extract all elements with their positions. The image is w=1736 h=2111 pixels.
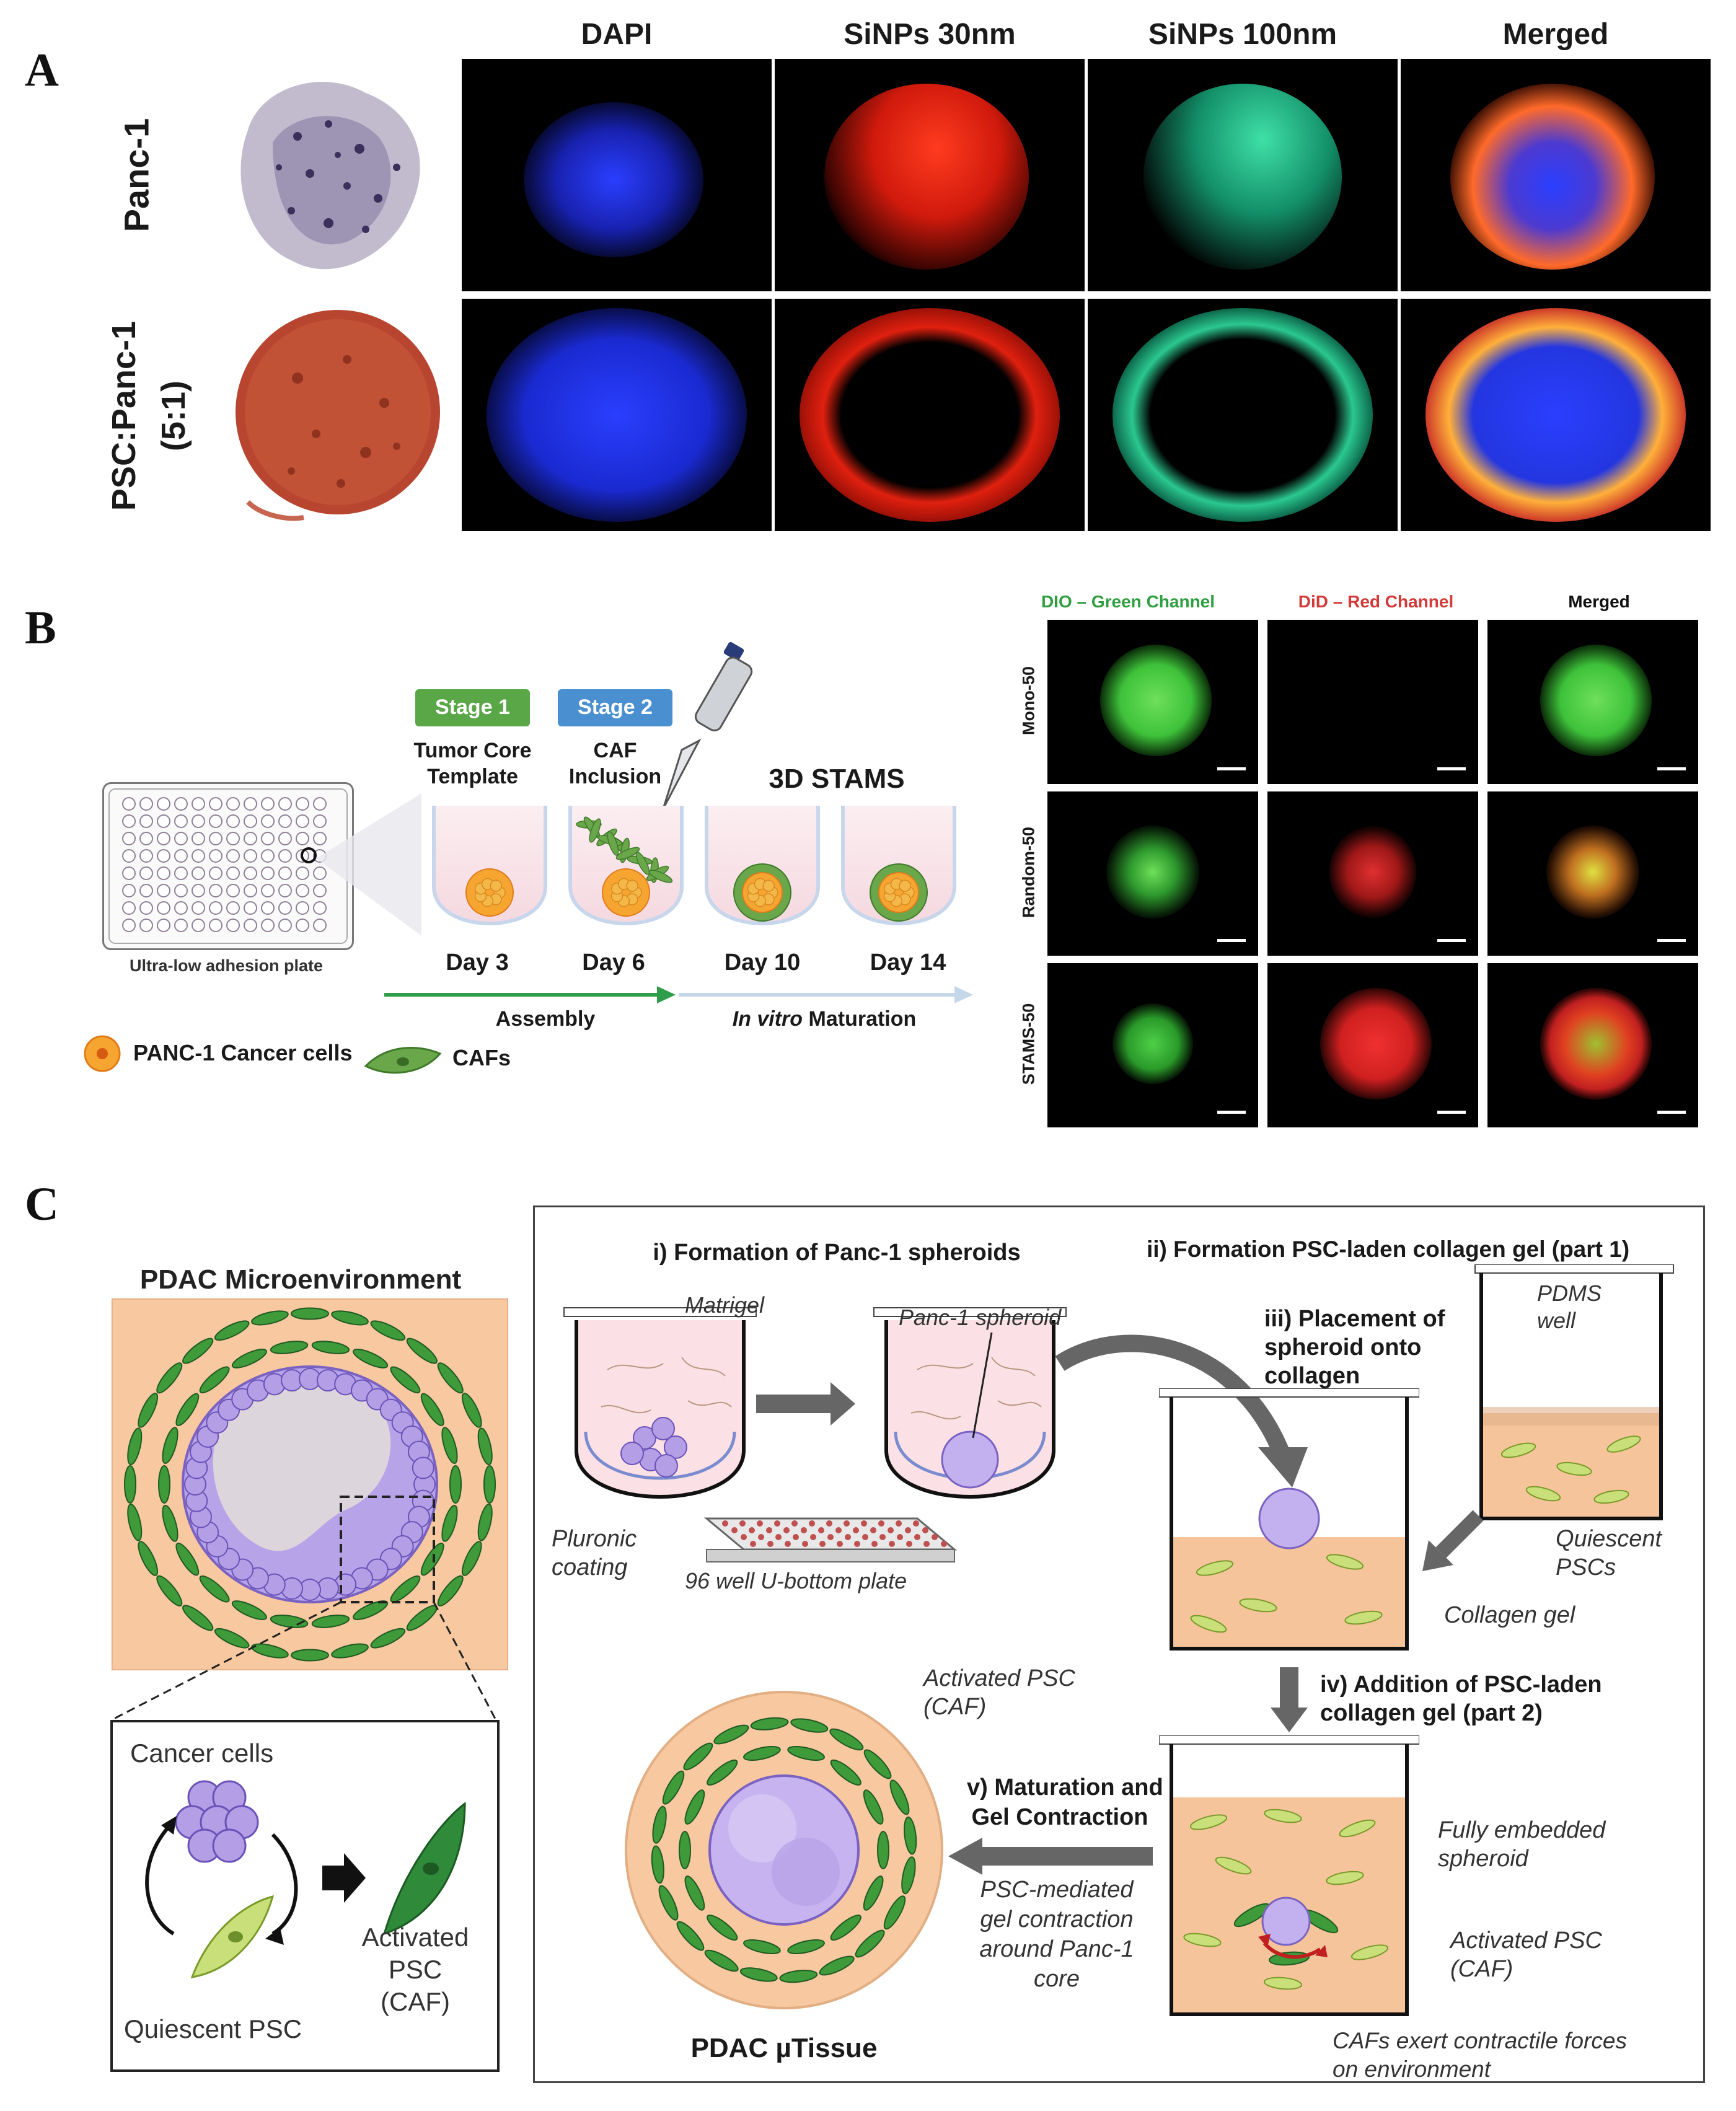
micro-mono-red [1267, 620, 1478, 784]
micro-col-did: DiD – Red Channel [1298, 592, 1454, 611]
curved-arrow-step3 [1055, 1334, 1308, 1487]
micro-random-green [1047, 791, 1258, 956]
zoom-wedge [316, 793, 421, 936]
micro-row-random: Random-50 [1019, 826, 1038, 919]
stage2-badge: Stage 2 [558, 689, 672, 726]
col-header-sinps-100: SiNPs 100nm [1148, 18, 1337, 51]
legend-caf-label: CAFs [452, 1045, 511, 1070]
pdms-well-diagram [1474, 1264, 1674, 1520]
day-label-10: Day 10 [724, 950, 801, 976]
micro-panc1-sinps100 [1088, 59, 1398, 291]
zoom-lines [111, 1601, 497, 1721]
panel-letter-a: A [25, 44, 59, 96]
micro-psc-merged [1401, 299, 1711, 531]
assembly-label: Assembly [495, 1007, 596, 1031]
micro-stams-merged [1487, 963, 1698, 1127]
pdac-microtissue-diagram [625, 1691, 943, 2009]
stams-title: 3D STAMS [769, 764, 905, 794]
legend-cancer-label: PANC-1 Cancer cells [133, 1040, 353, 1065]
maturation-label: In vitro Maturation [732, 1007, 917, 1031]
micro-col-dio: DIO – Green Channel [1041, 592, 1215, 611]
pdac-title: PDAC Microenvironment [139, 1264, 462, 1295]
step1-label: i) Formation of Panc-1 spheroids [653, 1240, 1021, 1266]
cancer-cell-icon [84, 1035, 121, 1072]
plate96-label: 96 well U-bottom plate [685, 1568, 907, 1593]
micro-stams-red [1267, 963, 1478, 1127]
step1-diagram [563, 1307, 1067, 1562]
micro-panc1-merged [1401, 59, 1711, 291]
micro-psc-dapi [462, 299, 772, 531]
micro-panc1-dapi [462, 59, 772, 291]
histology-psc-panc1 [223, 297, 452, 533]
inset-activated-label: Activated PSC (CAF) [361, 1923, 469, 2016]
pipette-icon [662, 641, 753, 809]
matrigel-label: Matrigel [685, 1292, 765, 1318]
micro-row-stams: STAMS-50 [1019, 1003, 1038, 1085]
col-header-merged: Merged [1502, 18, 1609, 51]
day-label-3: Day 3 [446, 950, 509, 976]
micro-psc-sinps100 [1088, 299, 1398, 531]
day-label-14: Day 14 [870, 950, 946, 976]
step4-diagram [1159, 1735, 1419, 2016]
left-arrow [948, 1838, 1153, 1875]
row-label-panc1: Panc-1 [117, 118, 156, 232]
day-label-6: Day 6 [582, 950, 645, 976]
micro-row-mono: Mono-50 [1019, 666, 1038, 735]
col-header-dapi: DAPI [581, 18, 653, 51]
micro-random-red [1267, 791, 1478, 956]
micro-stams-green [1047, 963, 1258, 1127]
activated-psc-label-right: Activated PSC(CAF) [1450, 1928, 1602, 1982]
down-arrow [1271, 1667, 1308, 1732]
row-label-psc-panc1: PSC:Panc-1 (5:1) [105, 320, 192, 511]
stage1-badge: Stage 1 [415, 689, 530, 726]
step3-diagram [1159, 1388, 1419, 1650]
caf-icon [364, 1047, 442, 1074]
collagen-gel-label: Collagen gel [1444, 1602, 1575, 1628]
micro-random-merged [1487, 791, 1698, 956]
ultra-low-plate-icon [102, 782, 354, 950]
panel-letter-c: C [25, 1178, 59, 1230]
micro-psc-sinps30 [775, 299, 1085, 531]
pdac-tissue-title: PDAC µTissue [690, 2033, 878, 2063]
step2-label: ii) Formation PSC-laden collagen gel (pa… [1147, 1236, 1630, 1262]
stams-wells [432, 806, 956, 925]
micro-mono-merged [1487, 620, 1698, 784]
col-header-sinps-30: SiNPs 30nm [844, 18, 1016, 51]
micro-mono-green [1047, 620, 1258, 784]
histology-panc1 [211, 56, 446, 291]
panel-letter-b: B [25, 602, 56, 654]
micro-col-merged: Merged [1568, 592, 1630, 611]
timeline-arrows [384, 986, 973, 1003]
arrow-gel-to-well [1422, 1510, 1484, 1571]
inset-cancer-label: Cancer cells [130, 1739, 274, 1768]
inset-quiescent-label: Quiescent PSC [124, 2014, 302, 2043]
pdac-microenvironment-diagram [112, 1298, 508, 1670]
spheroid-label: Panc-1 spheroid [899, 1305, 1062, 1330]
inset-diagram [145, 1780, 466, 1978]
activated-psc-label-top: Activated PSC(CAF) [923, 1665, 1075, 1720]
plate-label: Ultra-low adhesion plate [129, 956, 324, 975]
micro-panc1-sinps30 [775, 59, 1085, 291]
